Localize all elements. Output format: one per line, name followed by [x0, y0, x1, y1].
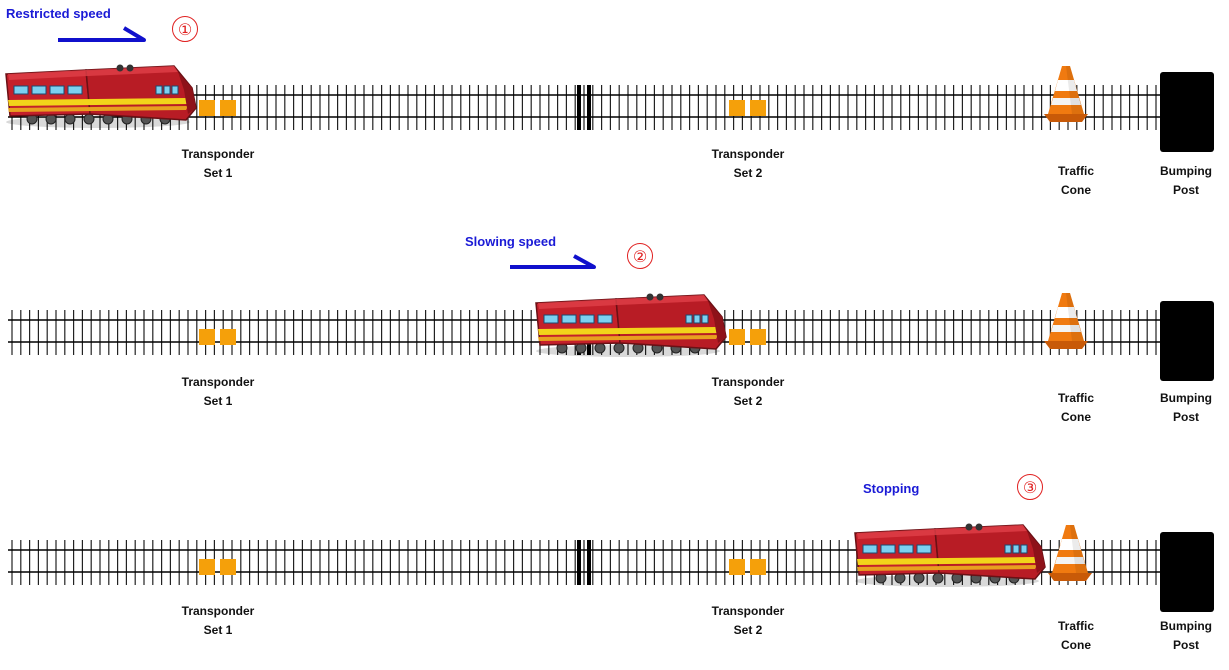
scene-2-graphics: [8, 254, 1214, 381]
scene-3-graphics: [8, 523, 1214, 612]
traffic-cone-icon: [1048, 525, 1092, 581]
transponder-icon: [729, 100, 766, 116]
speed-label: Stopping: [863, 481, 920, 496]
transponder-icon: [199, 329, 236, 345]
speed-arrow-icon: [510, 254, 596, 269]
bumping-post-icon: [1160, 532, 1214, 612]
rail-joint: [587, 85, 591, 130]
speed-label: Slowing speed: [465, 234, 557, 249]
scene-1-graphics: [5, 26, 1214, 152]
transponder-icon: [729, 559, 766, 575]
train-icon: [535, 293, 727, 357]
transponder-icon: [729, 329, 766, 345]
traffic-cone-icon: [1044, 293, 1088, 349]
step-number: ①: [172, 16, 198, 42]
traffic-cone-icon: [1044, 66, 1088, 122]
transponder-icon: [199, 100, 236, 116]
rail-joint: [587, 540, 591, 585]
train-icon: [854, 523, 1046, 587]
step-number: ③: [1017, 474, 1043, 500]
rail-joint: [577, 85, 581, 130]
transponder-icon: [199, 559, 236, 575]
speed-arrow-icon: [58, 26, 146, 42]
bumping-post-icon: [1160, 301, 1214, 381]
bumping-post-icon: [1160, 72, 1214, 152]
step-number: ②: [627, 243, 653, 269]
rail-joint: [577, 540, 581, 585]
speed-label: Restricted speed: [6, 6, 111, 21]
train-icon: [5, 64, 197, 128]
